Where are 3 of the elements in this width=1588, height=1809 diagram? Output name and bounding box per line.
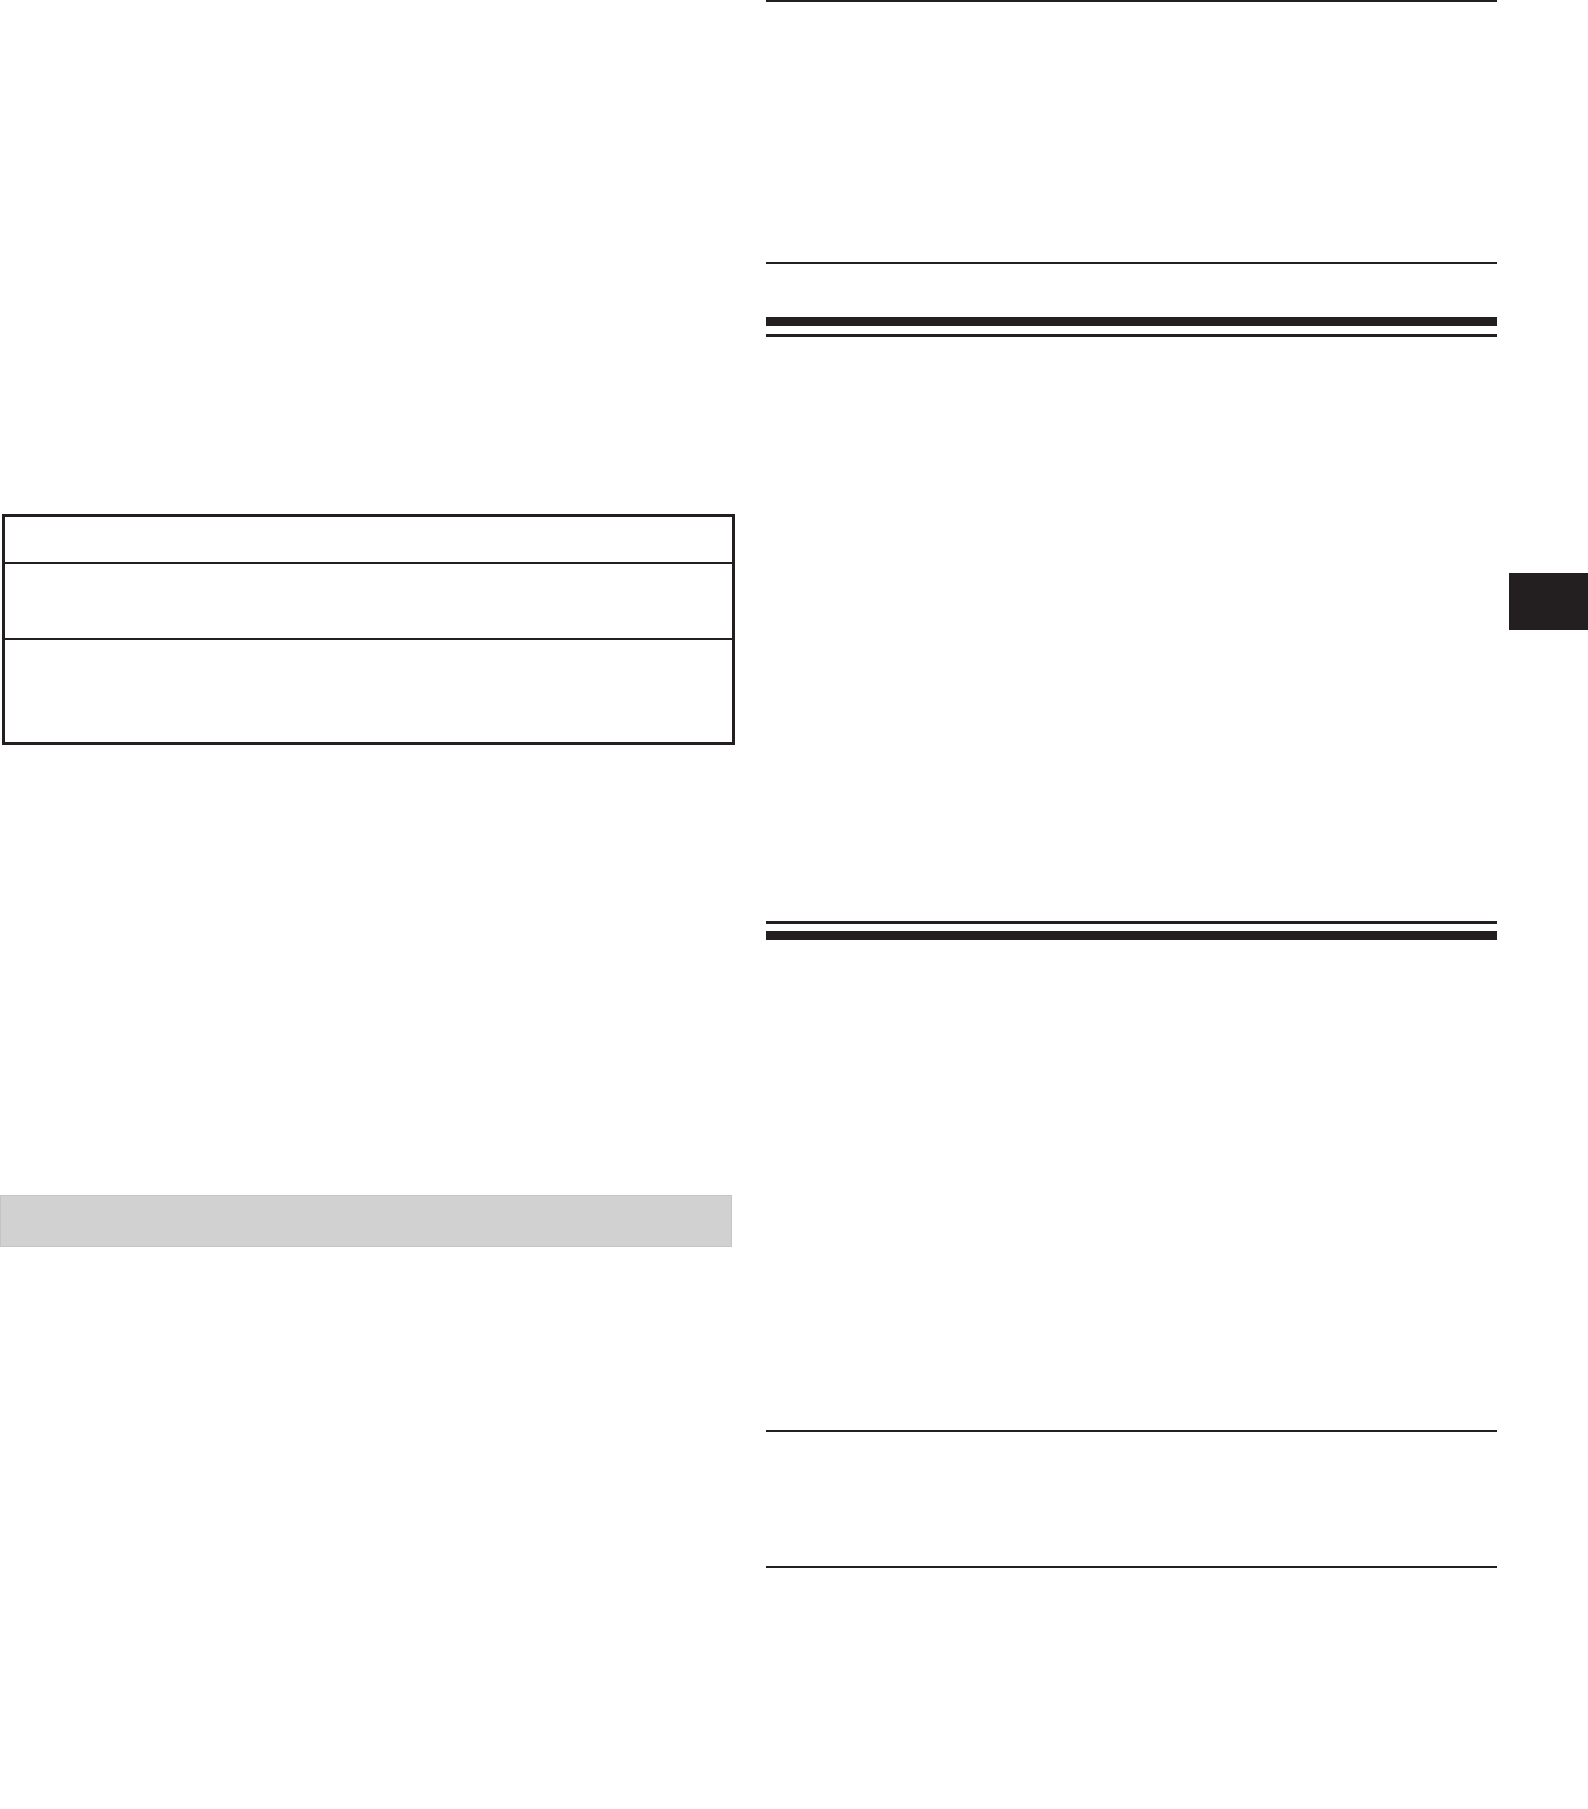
table-frame xyxy=(2,514,735,745)
heading-band xyxy=(0,1195,732,1247)
section-tab xyxy=(1509,573,1588,630)
